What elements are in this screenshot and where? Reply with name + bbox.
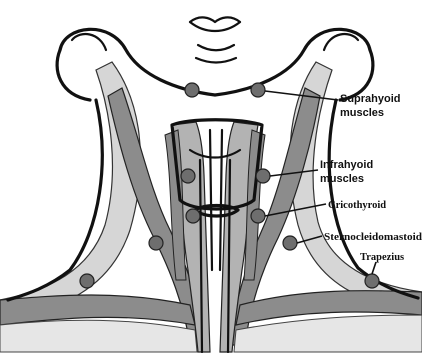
label-infrahyoid-line1: Infrahyoid [320,159,373,171]
marker-scm-left [149,236,163,250]
marker-trapezius-left [80,274,94,288]
marker-suprahyoid-left [185,83,199,97]
marker-cricothyroid-right [251,209,265,223]
label-suprahyoid-line2: muscles [340,107,384,119]
marker-suprahyoid-right [251,83,265,97]
marker-trapezius-right [365,274,379,288]
marker-infrahyoid-right [256,169,270,183]
marker-cricothyroid-left [186,209,200,223]
label-cricothyroid: Cricothyroid [328,200,386,211]
marker-infrahyoid-left [181,169,195,183]
label-sternocleidomastoid: Sternocleidomastoid [324,232,422,243]
marker-scm-right [283,236,297,250]
label-infrahyoid-line2: muscles [320,173,364,185]
label-trapezius: Trapezius [360,252,404,263]
label-suprahyoid-line1: Suprahyoid [340,93,401,105]
